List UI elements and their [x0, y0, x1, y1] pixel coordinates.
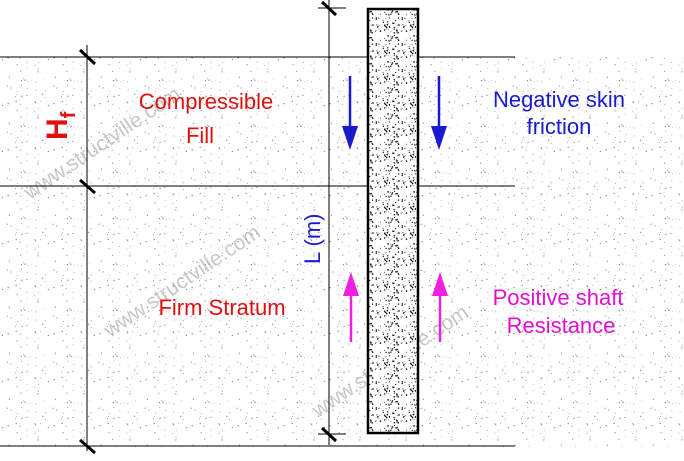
positive-shaft-resistance-label: Positive shaft [493, 285, 624, 310]
dimension-tick [79, 178, 96, 195]
compressible-fill-label: Compressible [139, 89, 274, 114]
up-arrow-left [343, 272, 359, 342]
dimension-tick [78, 48, 97, 66]
up-arrow-right [432, 272, 448, 342]
dimension-tick [79, 438, 96, 455]
down-arrow-right [431, 76, 447, 150]
negative-skin-friction-label-line2: friction [527, 114, 592, 139]
fill-depth-label-main: H [41, 118, 74, 140]
compressible-fill-label-line2: Fill [186, 123, 214, 148]
dimension-tick [320, 426, 338, 443]
soil-background [0, 57, 684, 447]
firm-stratum-label: Firm Stratum [158, 295, 285, 320]
fill-depth-dimension [78, 45, 97, 455]
down-arrow-left [342, 76, 358, 150]
pile-length-label: L (m) [300, 213, 325, 264]
pile-length-dimension [318, 0, 346, 445]
fill-depth-label: Hf [41, 111, 80, 140]
pile [366, 7, 420, 435]
fill-depth-label-subscript: f [58, 111, 80, 118]
dimension-tick [320, 0, 338, 17]
negative-skin-friction-label: Negative skin [493, 87, 625, 112]
positive-shaft-resistance-label-line2: Resistance [507, 313, 616, 338]
